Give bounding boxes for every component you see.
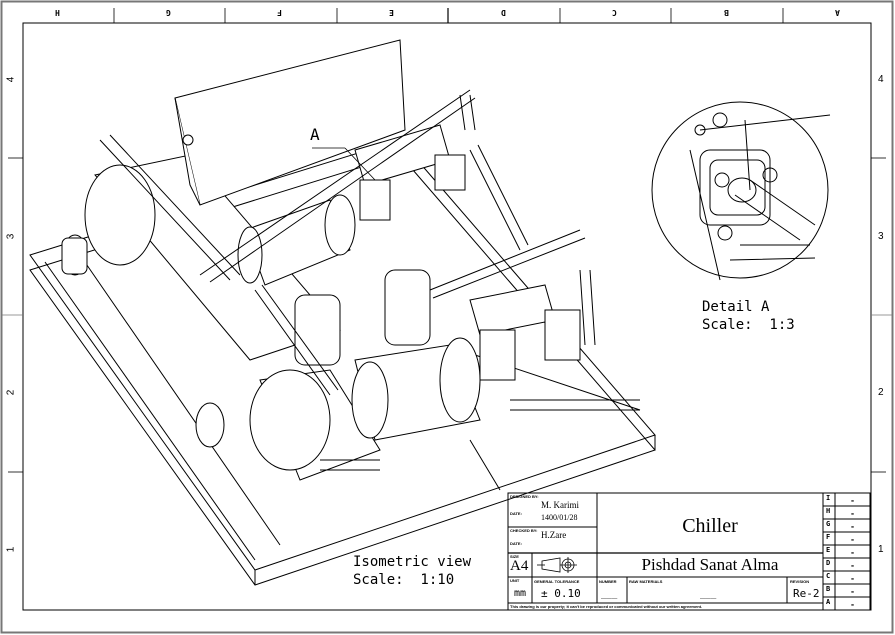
- detail-view-scale: Scale: 1:3: [702, 317, 795, 333]
- checked-date-label: DATE:: [510, 541, 522, 546]
- designed-by: M. Karimi: [541, 500, 579, 510]
- zone-row-1-right: 1: [878, 544, 884, 555]
- zone-dividers: [2, 8, 893, 473]
- designed-date-label: DATE:: [510, 511, 522, 516]
- projection-symbol-icon: [537, 557, 577, 573]
- drawing-title: Chiller: [682, 515, 738, 537]
- revision-row-letter: E: [826, 546, 831, 554]
- detail-view-label: Detail A: [702, 299, 770, 315]
- zone-row-1-left: 1: [5, 546, 17, 553]
- tolerance-label: GENERAL TOLERANCE: [534, 579, 580, 584]
- revision-row-value: -: [850, 535, 855, 544]
- revision-row-letter: B: [826, 585, 831, 593]
- sheet-size: A4: [510, 558, 529, 574]
- zone-col-b: B: [724, 8, 729, 17]
- revision-value: Re-2: [793, 587, 820, 600]
- zone-row-2-left: 2: [5, 389, 17, 396]
- checked-by: H.Zare: [541, 530, 567, 540]
- number-label: NUMBER: [599, 579, 617, 584]
- zone-row-2-right: 2: [878, 387, 884, 398]
- revision-row-letter: F: [826, 533, 831, 541]
- piping: [99, 89, 640, 471]
- revision-row-letter: C: [826, 572, 831, 580]
- number-value: ___: [601, 590, 618, 600]
- zone-row-3-left: 3: [5, 233, 17, 240]
- zone-col-h: H: [55, 8, 60, 17]
- detail-view: [651, 101, 831, 281]
- main-view-scale: Scale: 1:10: [353, 572, 455, 588]
- company-name: Pishdad Sanat Alma: [641, 555, 779, 574]
- raw-materials-value: ___: [700, 590, 717, 600]
- detail-view-caption: Detail A Scale: 1:3: [702, 298, 795, 334]
- revision-row-value: -: [850, 548, 855, 557]
- revision-row-letter: G: [826, 520, 831, 528]
- revision-row-value: -: [850, 600, 855, 609]
- revision-row-letter: A: [826, 598, 831, 606]
- revision-row-value: -: [850, 509, 855, 518]
- zone-row-3-right: 3: [878, 231, 884, 242]
- zone-col-a: A: [835, 8, 840, 17]
- tolerance-value: ± 0.10: [541, 587, 581, 600]
- raw-materials-label: RAW MATERIALS: [629, 579, 663, 584]
- title-block-grid: [507, 492, 871, 611]
- main-view-label: Isometric view: [353, 554, 472, 570]
- zone-col-d: D: [501, 8, 506, 17]
- designed-by-label: DESIGNED BY:: [510, 494, 539, 499]
- zone-col-g: G: [166, 8, 171, 17]
- revision-label: REVISION: [790, 579, 810, 584]
- revision-row-value: -: [850, 496, 855, 505]
- zone-col-f: F: [277, 8, 282, 17]
- detail-callout-label: A: [310, 125, 320, 144]
- zone-col-c: C: [612, 8, 617, 17]
- main-view-caption: Isometric view Scale: 1:10: [353, 553, 471, 589]
- revision-row-value: -: [850, 587, 855, 596]
- designed-date: 1400/01/28: [541, 513, 578, 522]
- callout-leader: [312, 147, 376, 181]
- revision-row-letter: D: [826, 559, 831, 567]
- property-note: This drawing is our property; it can't b…: [510, 604, 703, 609]
- zone-col-e: E: [389, 8, 394, 17]
- revision-row-letter: I: [826, 494, 831, 502]
- unit-label: UNIT: [510, 578, 520, 583]
- zone-row-4-right: 4: [878, 74, 884, 85]
- revision-row-value: -: [850, 522, 855, 531]
- drawing-frame: [22, 22, 872, 611]
- revision-row-value: -: [850, 561, 855, 570]
- size-label: SIZE: [510, 554, 519, 559]
- checked-by-label: CHECKED BY:: [510, 528, 538, 533]
- unit-value: mm: [514, 588, 527, 599]
- revision-row-letter: H: [826, 507, 831, 515]
- revision-row-value: -: [850, 574, 855, 583]
- zone-row-4-left: 4: [5, 76, 17, 83]
